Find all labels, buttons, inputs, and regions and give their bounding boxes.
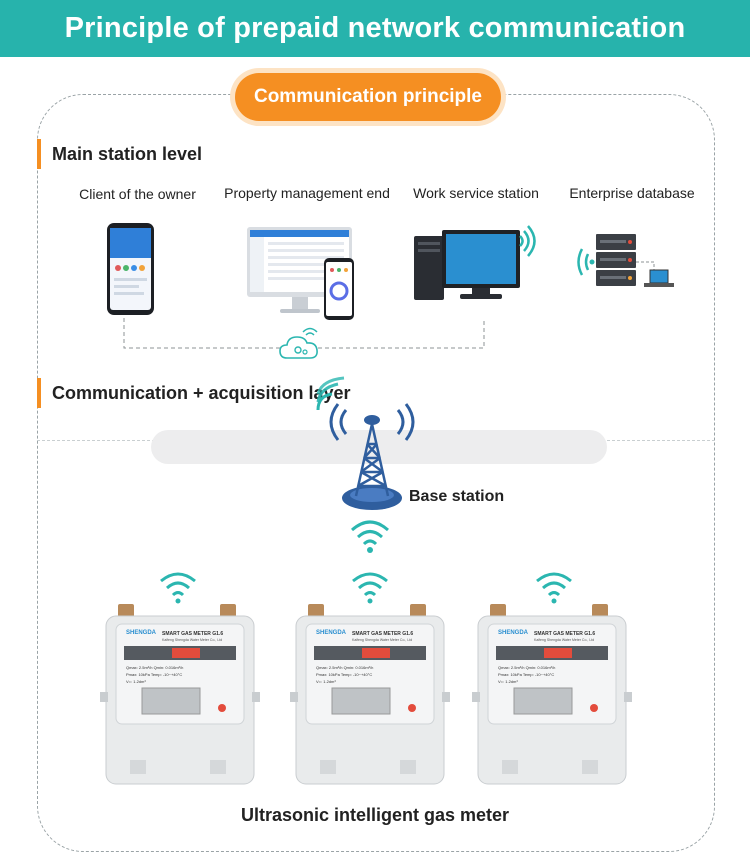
meter-brand: SHENGDA — [498, 630, 529, 636]
cell-tower-icon — [329, 403, 415, 510]
client-label-work-station: Work service station — [413, 185, 539, 201]
page-title: Principle of prepaid network communicati… — [64, 12, 686, 44]
meter-spec: Pmax: 10kPa Temp: -10~+40°C — [498, 672, 555, 677]
meter-spec: Qmax: 2.5m³/h Qmin: 0.016m³/h — [498, 665, 556, 670]
client-label-database: Enterprise database — [569, 185, 695, 201]
gas-meter: SHENGDA SMART GAS METER G1.6 Kaifeng She… — [286, 600, 454, 795]
meter-spec: Pmax: 10kPa Temp: -10~+40°C — [126, 672, 183, 677]
gas-meter-icon — [468, 604, 636, 785]
wifi-signal-icon — [316, 376, 345, 411]
communication-principle-badge: Communication principle — [235, 73, 501, 121]
meter-spec: Qmax: 2.5m³/h Qmin: 0.016m³/h — [126, 665, 184, 670]
meter-brand: SHENGDA — [126, 630, 157, 636]
wifi-signal-icon — [352, 572, 388, 604]
workstation-icon — [414, 225, 536, 300]
meter-spec: V=: 1.2dm³ — [316, 679, 336, 684]
wifi-signal-icon — [351, 520, 389, 553]
meter-brand: SHENGDA — [316, 630, 347, 636]
gas-meter: SHENGDA SMART GAS METER G1.6 Kaifeng She… — [468, 600, 636, 795]
meter-spec: V=: 1.2dm³ — [498, 679, 518, 684]
desktop-monitor-icon — [247, 227, 354, 320]
section-label: Main station level — [52, 143, 203, 164]
meter-maker: Kaifeng Shengda Water Meter Co., Ltd — [352, 638, 413, 642]
gas-meter-icon — [96, 604, 264, 785]
meter-model: SMART GAS METER G1.6 — [534, 631, 596, 637]
section-communication-layer: Communication + acquisition layer — [37, 378, 351, 408]
wifi-signal-icon — [536, 572, 572, 604]
client-label-property: Property management end — [224, 185, 390, 201]
client-label-owner: Client of the owner — [79, 186, 196, 202]
smartphone-icon — [107, 223, 154, 315]
header-banner: Principle of prepaid network communicati… — [0, 0, 750, 57]
meter-spec: Qmax: 2.5m³/h Qmin: 0.016m³/h — [316, 665, 374, 670]
gas-meter-caption: Ultrasonic intelligent gas meter — [240, 805, 510, 825]
gas-meter-icon — [286, 604, 454, 785]
client-connection-lines — [123, 318, 485, 349]
meter-maker: Kaifeng Shengda Water Meter Co., Ltd — [162, 638, 223, 642]
wifi-signal-icon — [160, 572, 196, 604]
gas-meter: SHENGDA SMART GAS METER G1.6 Kaifeng She… — [96, 600, 264, 795]
server-rack-icon — [577, 234, 674, 287]
section-main-station: Main station level — [37, 139, 203, 169]
meter-model: SMART GAS METER G1.6 — [162, 631, 224, 637]
meter-spec: Pmax: 10kPa Temp: -10~+40°C — [316, 672, 373, 677]
meter-maker: Kaifeng Shengda Water Meter Co., Ltd — [534, 638, 595, 642]
base-station-label: Base station — [409, 488, 505, 505]
badge-label: Communication principle — [253, 86, 483, 107]
meter-model: SMART GAS METER G1.6 — [352, 631, 414, 637]
section-label: Communication + acquisition layer — [52, 382, 351, 403]
cloud-wifi-icon — [279, 327, 318, 359]
meter-spec: V=: 1.2dm³ — [126, 679, 146, 684]
